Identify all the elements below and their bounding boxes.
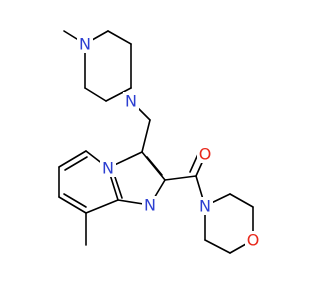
structure-drawing: N N N N O N O	[58, 30, 261, 254]
atom-label: N	[144, 196, 156, 215]
bond	[141, 119, 151, 153]
atom-n-morpholine: N	[197, 197, 213, 216]
atom-n-piperazine-bottom: N	[123, 92, 139, 111]
bond	[58, 196, 87, 214]
bond	[64, 156, 88, 171]
bond	[107, 30, 132, 45]
atom-n-piperazine-top: N	[77, 35, 93, 54]
atom-label: N	[125, 92, 137, 111]
bond	[229, 193, 254, 208]
atom-label: N	[102, 159, 114, 178]
atom-label: N	[199, 197, 211, 216]
bond	[204, 239, 231, 254]
bond	[164, 175, 197, 181]
atom-o-morpholine: O	[245, 231, 261, 250]
atom-label: O	[199, 145, 212, 164]
bond	[105, 87, 132, 102]
bond	[84, 87, 107, 102]
bond	[146, 156, 163, 176]
bond	[63, 193, 87, 208]
bond	[85, 199, 119, 214]
atom-n-bridgehead: N	[100, 159, 116, 178]
atom-label: O	[247, 231, 260, 250]
bond	[58, 150, 87, 168]
atom-labels-layer: N N N N O N O	[77, 35, 261, 250]
molecule-diagram: N N N N O N O	[58, 30, 261, 254]
bonds-layer	[58, 30, 254, 254]
atom-label: N	[79, 35, 91, 54]
atom-n-imidazole: N	[142, 196, 158, 215]
atom-o-carbonyl: O	[197, 145, 213, 164]
